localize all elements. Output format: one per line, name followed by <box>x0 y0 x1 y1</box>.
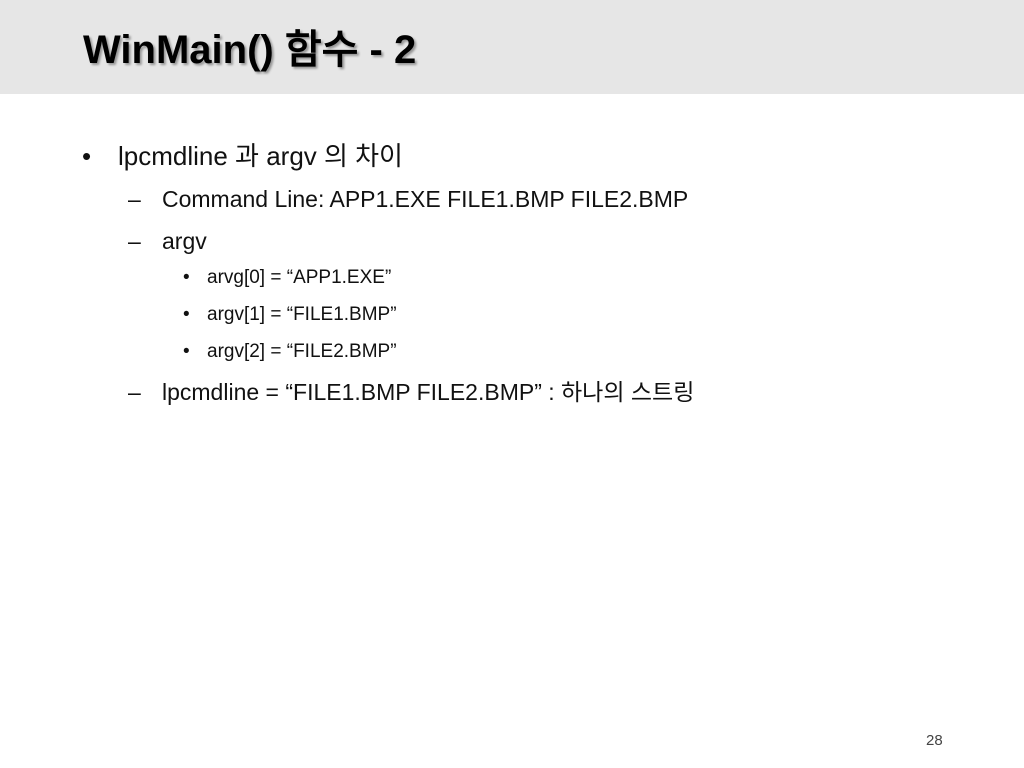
sub-sub-bullet-text: argv[2] = “FILE2.BMP” <box>207 341 397 362</box>
dash-marker: – <box>128 379 141 405</box>
bullet-text: lpcmdline 과 argv 의 차이 <box>118 141 403 171</box>
sub-sub-bullet-text: arvg[0] = “APP1.EXE” <box>207 267 392 288</box>
sub-sub-bullet-marker: • <box>183 341 190 362</box>
sub-bullet-text: argv <box>162 228 207 254</box>
sub-bullet-text: lpcmdline = “FILE1.BMP FILE2.BMP” : 하나의 … <box>162 379 695 405</box>
sub-bullet-text: Command Line: APP1.EXE FILE1.BMP FILE2.B… <box>162 186 689 212</box>
sub-sub-bullet-marker: • <box>183 267 190 288</box>
sub-sub-bullet-marker: • <box>183 304 190 325</box>
slide-title: WinMain() 함수 - 2 <box>83 28 417 72</box>
dash-marker: – <box>128 186 141 212</box>
bullet-marker: • <box>82 141 92 171</box>
page-number: 28 <box>926 732 943 749</box>
sub-sub-bullet-text: argv[1] = “FILE1.BMP” <box>207 304 397 325</box>
title-bar: WinMain() 함수 - 2 <box>0 0 1024 94</box>
dash-marker: – <box>128 228 141 254</box>
